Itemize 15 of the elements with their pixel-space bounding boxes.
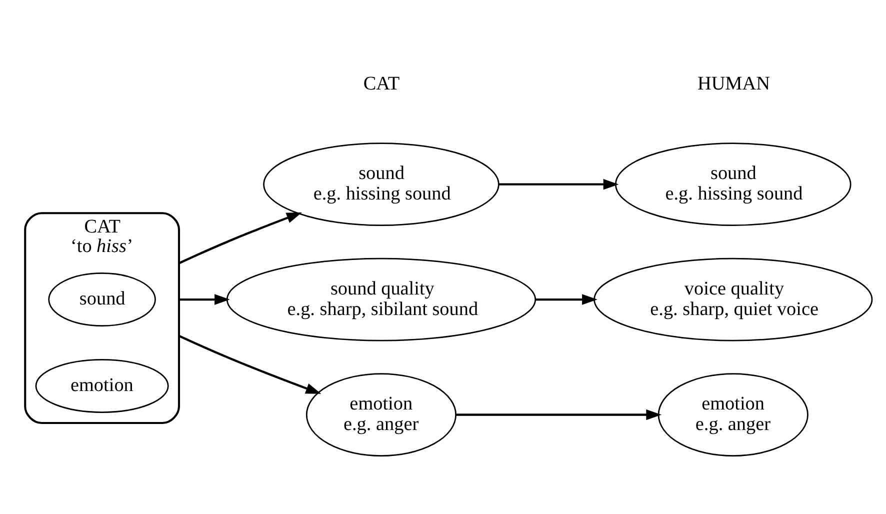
label: CAT xyxy=(363,72,400,94)
node-ellipse: emotion xyxy=(35,358,169,412)
label: HUMAN xyxy=(697,72,770,94)
node-ellipse: voice quality e.g. sharp, quiet voice xyxy=(594,257,873,341)
node-ellipse: sound e.g. hissing sound xyxy=(263,142,500,226)
node-ellipse: sound e.g. hissing sound xyxy=(615,142,852,226)
arrow xyxy=(536,294,598,304)
arrow xyxy=(178,334,322,394)
arrow xyxy=(178,294,230,304)
arrow xyxy=(456,408,662,420)
arrow xyxy=(178,212,302,264)
node-ellipse: emotion e.g. anger xyxy=(658,372,808,456)
node-ellipse: sound xyxy=(48,272,156,326)
arrow xyxy=(498,178,619,190)
node-ellipse: sound quality e.g. sharp, sibilant sound xyxy=(226,257,536,341)
